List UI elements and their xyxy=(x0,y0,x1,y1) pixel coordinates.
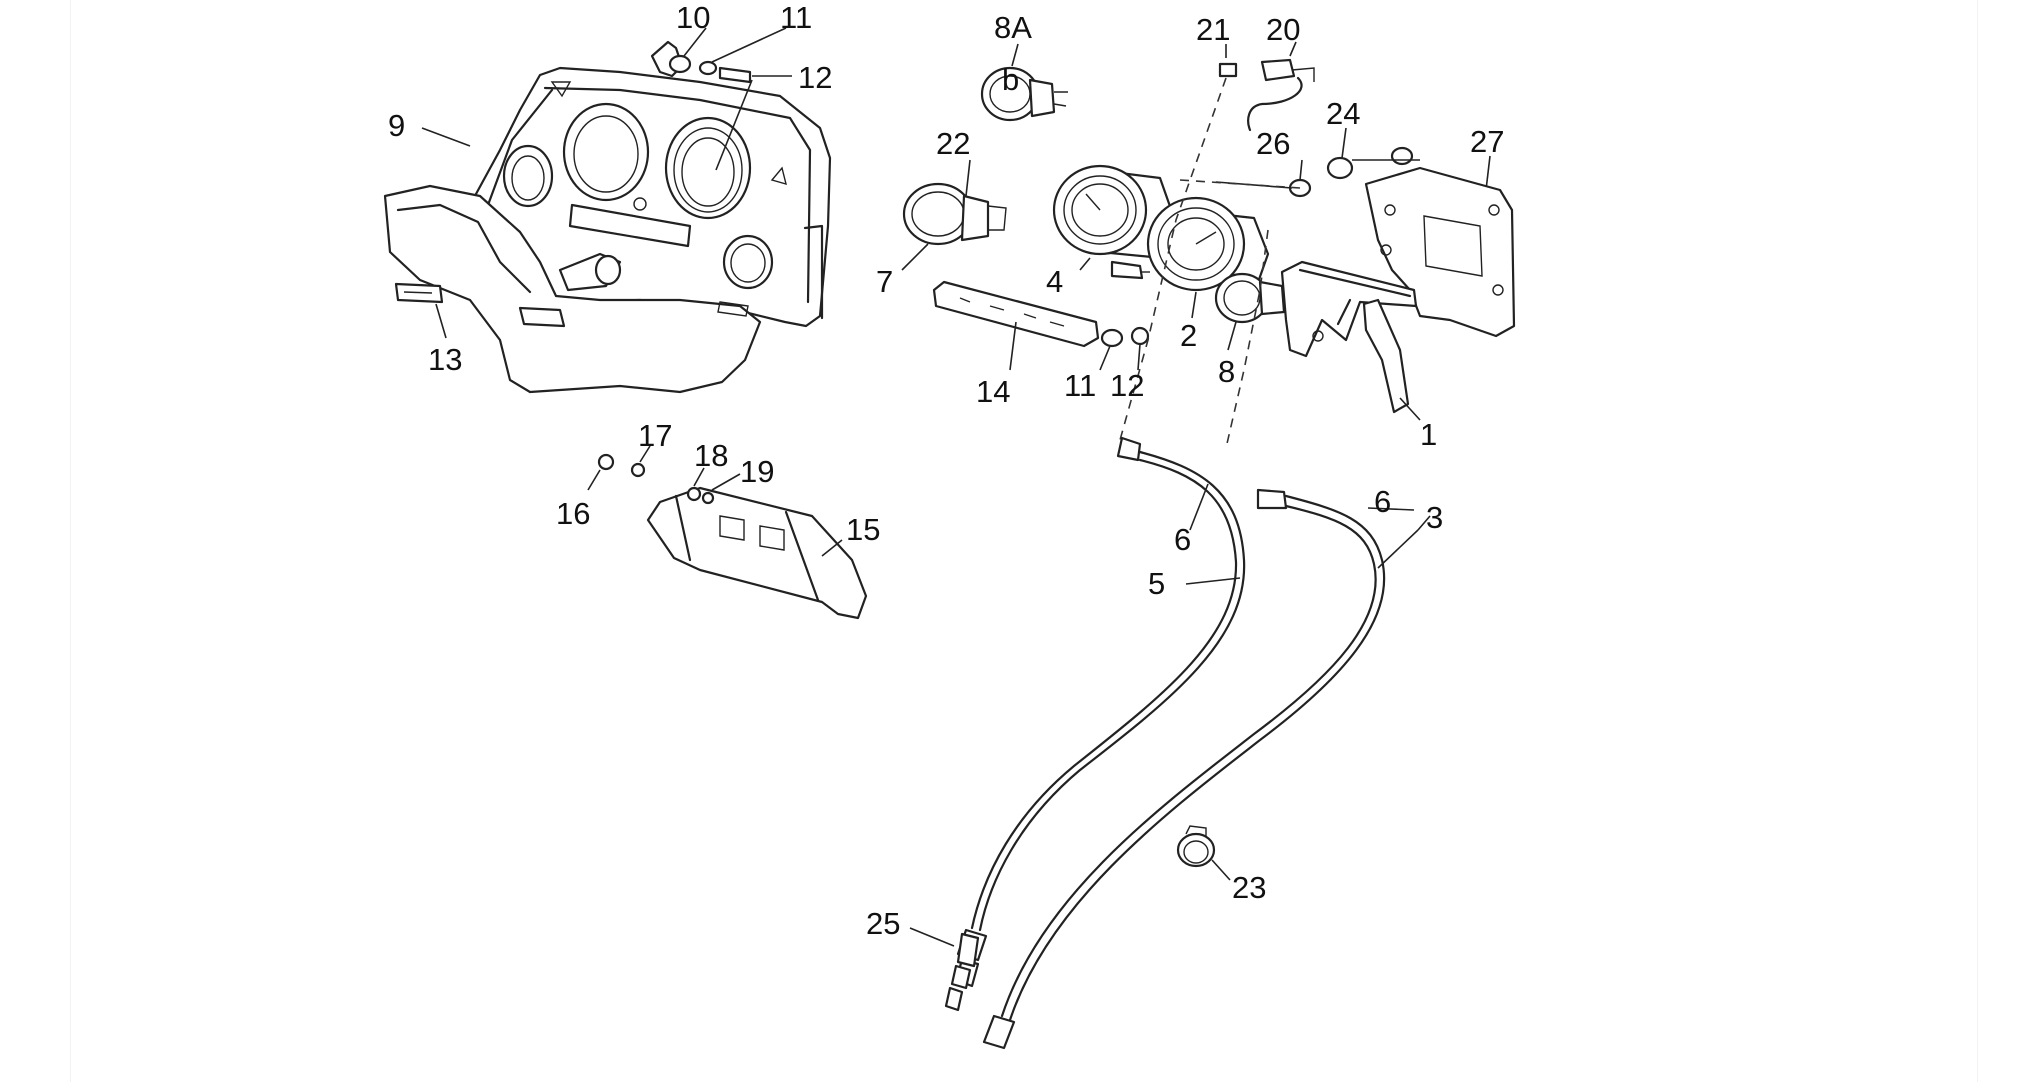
callout-17: 17 xyxy=(638,418,672,453)
callout-24: 24 xyxy=(1326,96,1360,131)
callout-1: 1 xyxy=(1420,417,1437,452)
bulb-part-21-20 xyxy=(1218,41,1315,132)
callout-13: 13 xyxy=(428,342,462,377)
small-gauge-part-8 xyxy=(1214,272,1286,351)
plate-part-13 xyxy=(394,282,447,339)
terminal-strip-part-14 xyxy=(932,280,1150,371)
lower-bracket-part-15 xyxy=(587,445,868,620)
callout-12b: 12 xyxy=(1110,368,1144,403)
callout-8a: 8A xyxy=(994,10,1032,45)
sensor-part-25 xyxy=(909,927,980,1012)
callout-11a: 11 xyxy=(780,0,812,35)
callout-16: 16 xyxy=(556,496,590,531)
callout-26: 26 xyxy=(1256,126,1290,161)
clamp-part-23 xyxy=(1176,825,1231,881)
callout-27: 27 xyxy=(1470,124,1504,159)
callout-12a: 12 xyxy=(798,60,832,95)
callout-9: 9 xyxy=(388,108,405,143)
callout-4: 4 xyxy=(1046,264,1063,299)
callout-25: 25 xyxy=(866,906,900,941)
callout-3: 3 xyxy=(1426,500,1443,535)
callout-7: 7 xyxy=(876,264,893,299)
callout-22: 22 xyxy=(936,126,970,161)
callout-8: 8 xyxy=(1218,354,1235,389)
callout-2: 2 xyxy=(1180,318,1197,353)
warning-light-part-8a: b xyxy=(980,43,1068,122)
tachometer-part-2 xyxy=(1110,196,1270,319)
callout-6a: 6 xyxy=(1174,522,1191,557)
callout-18: 18 xyxy=(694,438,728,473)
callout-21: 21 xyxy=(1196,12,1230,47)
svg-text:b: b xyxy=(1002,62,1019,97)
callout-5: 5 xyxy=(1148,566,1165,601)
callout-23: 23 xyxy=(1232,870,1266,905)
callout-15: 15 xyxy=(846,512,880,547)
gauge-part-7 xyxy=(901,159,1007,271)
callout-11b: 11 xyxy=(1064,368,1096,403)
bulb-parts-top xyxy=(650,27,792,171)
callout-14: 14 xyxy=(976,374,1010,409)
tachometer-cable-part-3 xyxy=(982,488,1431,1050)
speedometer-cable-part-5 xyxy=(954,436,1246,988)
callout-10: 10 xyxy=(676,0,710,35)
instrument-bracket-part-1 xyxy=(1280,166,1516,421)
callout-19: 19 xyxy=(740,454,774,489)
callout-labels: 1 2 3 4 5 6 6 7 8 8A 9 10 11 11 12 12 13… xyxy=(388,0,1504,941)
dashed-guide-lines xyxy=(1119,77,1301,449)
diagram-panel xyxy=(70,0,1978,1082)
callout-6b: 6 xyxy=(1374,484,1391,519)
dashboard-fairing-part xyxy=(383,66,832,394)
callout-20: 20 xyxy=(1266,12,1300,47)
